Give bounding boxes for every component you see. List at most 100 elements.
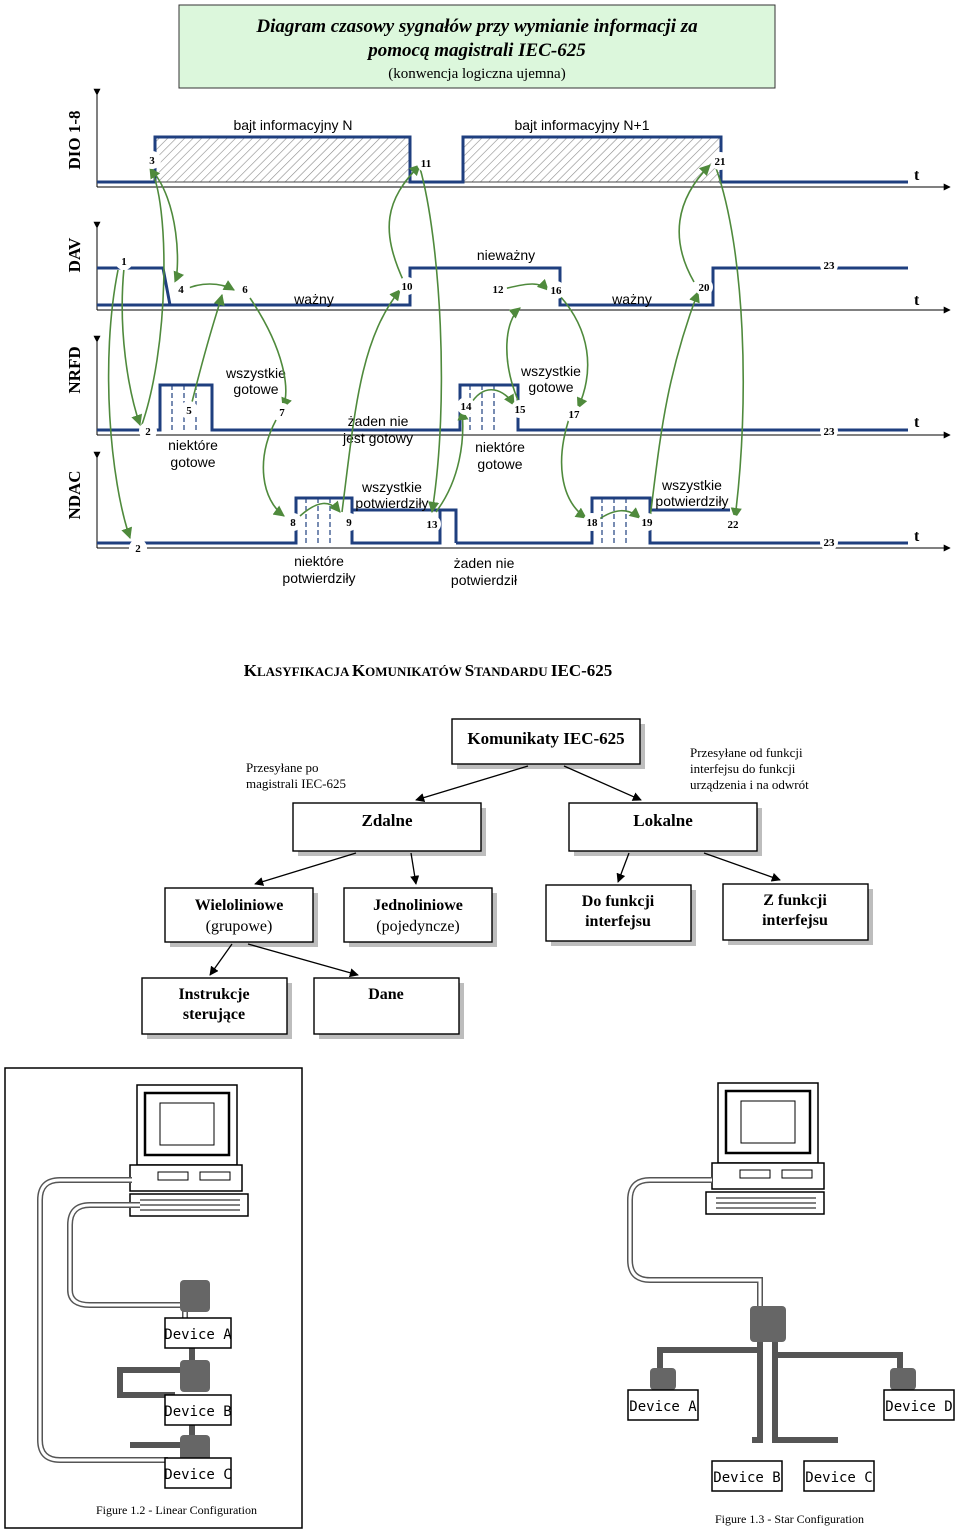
node-instrukcje-1: Instrukcje [178, 986, 249, 1003]
step-number: 4 [178, 284, 184, 296]
step-circle [129, 539, 147, 557]
step-number: 21 [715, 156, 726, 168]
step-number: 8 [290, 517, 296, 529]
tree-arrows [209, 765, 781, 978]
step-circle [457, 397, 475, 415]
step-circle [115, 252, 133, 270]
label-niektore-potwierdzily-a: niektóre [294, 553, 344, 569]
step-number: 2 [135, 543, 141, 555]
node-z-funkcji-1: Z funkcji [763, 892, 827, 909]
step-circle [695, 278, 713, 296]
label-wszystkie-potwierdzily-1a: wszystkie [361, 479, 422, 495]
step-circle [711, 152, 729, 170]
signal-label-nrfd: NRFD [65, 346, 84, 393]
step-number: 20 [699, 282, 711, 294]
label-niektore-potwierdzily-b: potwierdziły [282, 570, 355, 586]
step-circle [273, 403, 291, 421]
step-number: 12 [493, 284, 505, 296]
time-axis-label: t [914, 167, 920, 184]
step-number: 23 [824, 426, 836, 438]
note-right-3: urządzenia i na odwrót [690, 777, 809, 792]
figure-linear-configuration: Device A Device B Device C Figure 1.2 - … [4, 1067, 303, 1529]
label-zaden-nie-1: żaden nie [348, 413, 409, 429]
label-zaden-nie-potwierdzil-a: żaden nie [454, 555, 515, 571]
step-circle [565, 405, 583, 423]
node-wieloliniowe-1: Wieloliniowe [195, 897, 284, 914]
step-number: 18 [587, 517, 599, 529]
step-circle [172, 280, 190, 298]
step-number: 10 [402, 281, 414, 293]
node-dane: Dane [368, 986, 404, 1003]
step-circle [423, 515, 441, 533]
step-number: 19 [642, 517, 654, 529]
label-zaden-nie-potwierdzil-b: potwierdził [451, 572, 518, 588]
step-number: 17 [569, 409, 581, 421]
label-wszystkie-potwierdzily-2b: potwierdziły [655, 493, 728, 509]
ndac-waveform: wszystkie potwierdziły wszystkie potwier… [97, 477, 908, 588]
step-circle [820, 533, 838, 551]
label-wazny-1: ważny [293, 291, 334, 307]
device-c-label: Device C [805, 1470, 872, 1486]
label-byte-n1: bajt informacyjny N+1 [514, 117, 649, 133]
computer-icon [129, 1084, 249, 1217]
signal-label-dio: DIO 1-8 [65, 110, 84, 169]
step-number: 6 [242, 284, 248, 296]
label-wszystkie-gotowe-1a: wszystkie [225, 365, 286, 381]
time-axis-label: t [914, 292, 920, 309]
star-devices: Device A Device D Device B Device C [627, 1389, 955, 1492]
step-circle [180, 401, 198, 419]
title-box: Diagram czasowy sygnałów przy wymianie i… [178, 4, 776, 89]
step-circle [820, 256, 838, 274]
step-circle [638, 513, 656, 531]
node-jednoliniowe-1: Jednoliniowe [373, 897, 463, 914]
note-right-2: interfejsu do funkcji [690, 761, 796, 776]
step-circle [340, 513, 358, 531]
nrfd-waveform: wszystkie gotowe wszystkie gotowe niektó… [97, 363, 908, 472]
step-number: 15 [515, 404, 527, 416]
step-circle [417, 154, 435, 172]
step-circle [724, 515, 742, 533]
linear-caption: Figure 1.2 - Linear Configuration [96, 1503, 257, 1517]
label-niektore-gotowe-1a: niektóre [168, 437, 218, 453]
note-right-1: Przesyłane od funkcji [690, 745, 803, 760]
label-wszystkie-potwierdzily-1b: potwierdziły [355, 495, 428, 511]
node-root: Komunikaty IEC-625 [467, 729, 624, 748]
step-number: 22 [728, 519, 740, 531]
title-line-3: (konwencja logiczna ujemna) [388, 66, 565, 82]
label-niektore-gotowe-2a: niektóre [475, 439, 525, 455]
label-byte-n: bajt informacyjny N [233, 117, 352, 133]
causality-arrows [107, 164, 745, 540]
device-d-label: Device D [885, 1399, 952, 1415]
classification-tree: KLASYFIKACJA KOMUNIKATÓW STANDARDU IEC-6… [141, 661, 873, 1039]
node-do-funkcji-1: Do funkcji [582, 893, 655, 910]
step-number: 7 [279, 407, 285, 419]
step-circle [583, 513, 601, 531]
node-lokalne: Lokalne [633, 811, 693, 830]
title-line-2: pomocą magistrali IEC-625 [366, 40, 586, 61]
node-do-funkcji-2: interfejsu [585, 913, 651, 930]
step-circle [236, 280, 254, 298]
note-left-2: magistrali IEC-625 [246, 776, 346, 791]
label-jest-gotowy: jest gotowy [342, 430, 413, 446]
step-number: 2 [145, 426, 151, 438]
connector-icons [180, 1280, 210, 1463]
star-caption: Figure 1.3 - Star Configuration [715, 1512, 864, 1526]
connector-icons [650, 1306, 916, 1390]
computer-icon [705, 1082, 825, 1215]
label-niektore-gotowe-1b: gotowe [170, 454, 215, 470]
timing-diagram: Diagram czasowy sygnałów przy wymianie i… [65, 4, 951, 588]
tree-boxes: Komunikaty IEC-625 Zdalne Lokalne Wielol… [141, 718, 873, 1039]
label-wszystkie-gotowe-1b: gotowe [233, 381, 278, 397]
step-number: 9 [346, 517, 352, 529]
label-niektore-gotowe-2b: gotowe [477, 456, 522, 472]
device-b-label: Device B [713, 1470, 780, 1486]
label-wazny-2: ważny [611, 291, 652, 307]
label-niewazny: nieważny [477, 247, 535, 263]
signal-label-ndac: NDAC [65, 470, 84, 519]
step-number: 23 [824, 260, 836, 272]
figure-star-configuration: Device A Device D Device B Device C Figu… [627, 1082, 955, 1526]
node-instrukcje-2: sterujące [183, 1006, 245, 1023]
label-wszystkie-gotowe-2a: wszystkie [520, 363, 581, 379]
